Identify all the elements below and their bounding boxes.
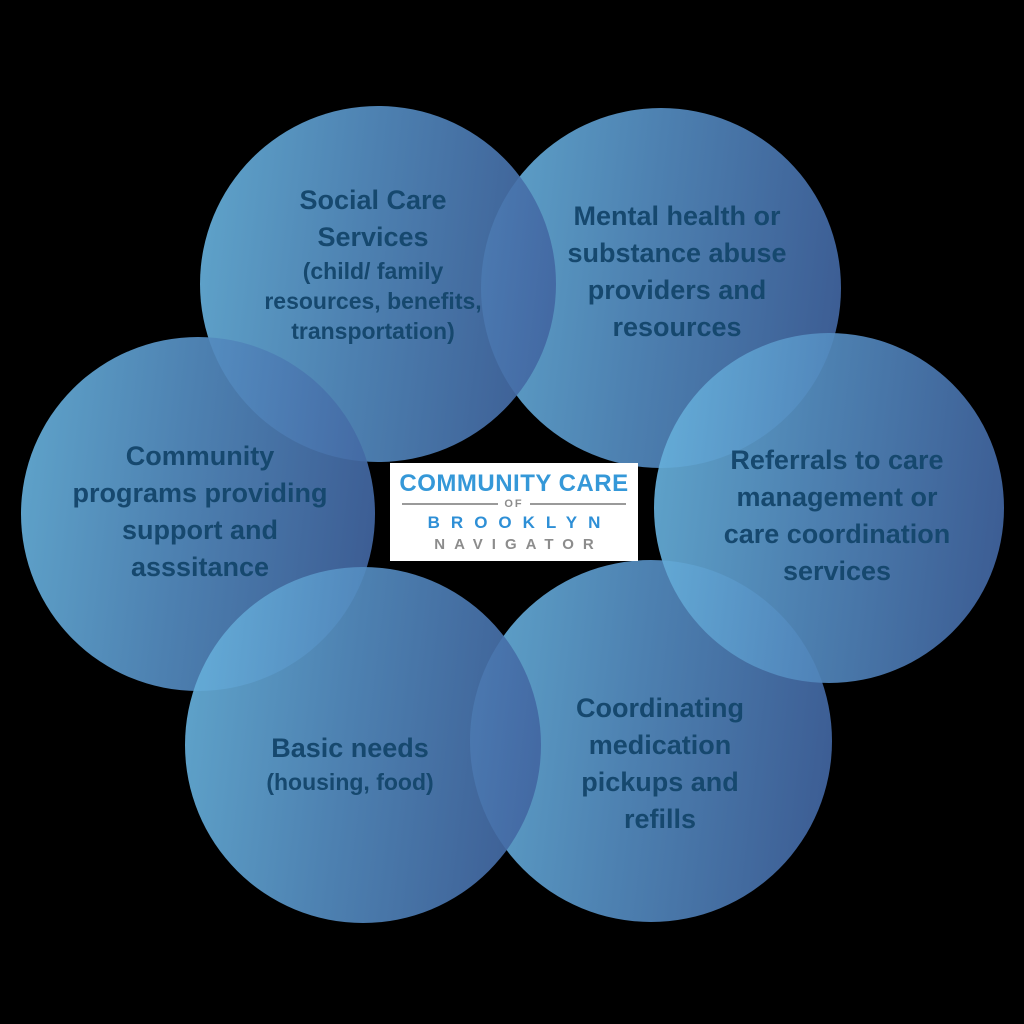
label-line: pickups and xyxy=(581,767,739,797)
ccb-navigator-logo: COMMUNITY CARE OF BROOKLYN NAVIGATOR xyxy=(390,463,638,561)
label-medication-pickups: Coordinating medication pickups and refi… xyxy=(576,690,744,838)
label-mental-health: Mental health or substance abuse provide… xyxy=(567,198,786,346)
label-line: support and xyxy=(122,515,278,545)
divider-line xyxy=(529,503,626,505)
label-line: programs providing xyxy=(72,478,328,508)
label-line: (child/ family xyxy=(302,258,444,284)
label-line: refills xyxy=(623,804,697,834)
label-line: substance abuse xyxy=(567,238,787,268)
label-line: Coordinating xyxy=(576,693,744,723)
label-line: care coordination xyxy=(723,519,951,549)
label-line: asssitance xyxy=(130,552,270,582)
label-line: (housing, food) xyxy=(266,769,434,795)
logo-of-divider: OF xyxy=(402,497,626,510)
label-line: medication xyxy=(588,730,732,760)
label-line: resources, benefits, xyxy=(264,288,482,314)
logo-title: COMMUNITY CARE xyxy=(399,469,629,497)
label-line: resources xyxy=(612,312,742,342)
label-line: Community xyxy=(125,441,275,471)
label-line: Referrals to care xyxy=(730,445,944,475)
label-line: Services xyxy=(317,222,429,252)
divider-line xyxy=(402,503,499,505)
logo-brooklyn-text: BROOKLYN xyxy=(427,512,612,532)
logo-of-text: OF xyxy=(504,497,524,510)
label-social-care: Social Care Services (child/ family reso… xyxy=(264,182,481,346)
label-line: Basic needs xyxy=(271,733,429,763)
label-line: services xyxy=(782,556,892,586)
circle-basic-needs xyxy=(185,567,541,923)
label-line: Mental health or xyxy=(573,201,781,231)
label-line: transportation) xyxy=(291,318,455,344)
logo-navigator-text: NAVIGATOR xyxy=(434,535,603,553)
label-line: management or xyxy=(736,482,938,512)
label-basic-needs: Basic needs (housing, food) xyxy=(266,730,433,797)
label-line: Social Care xyxy=(299,185,447,215)
label-referrals: Referrals to care management or care coo… xyxy=(724,442,951,590)
circle-referrals xyxy=(654,333,1004,683)
label-line: providers and xyxy=(587,275,767,305)
label-community-programs: Community programs providing support and… xyxy=(72,438,327,586)
